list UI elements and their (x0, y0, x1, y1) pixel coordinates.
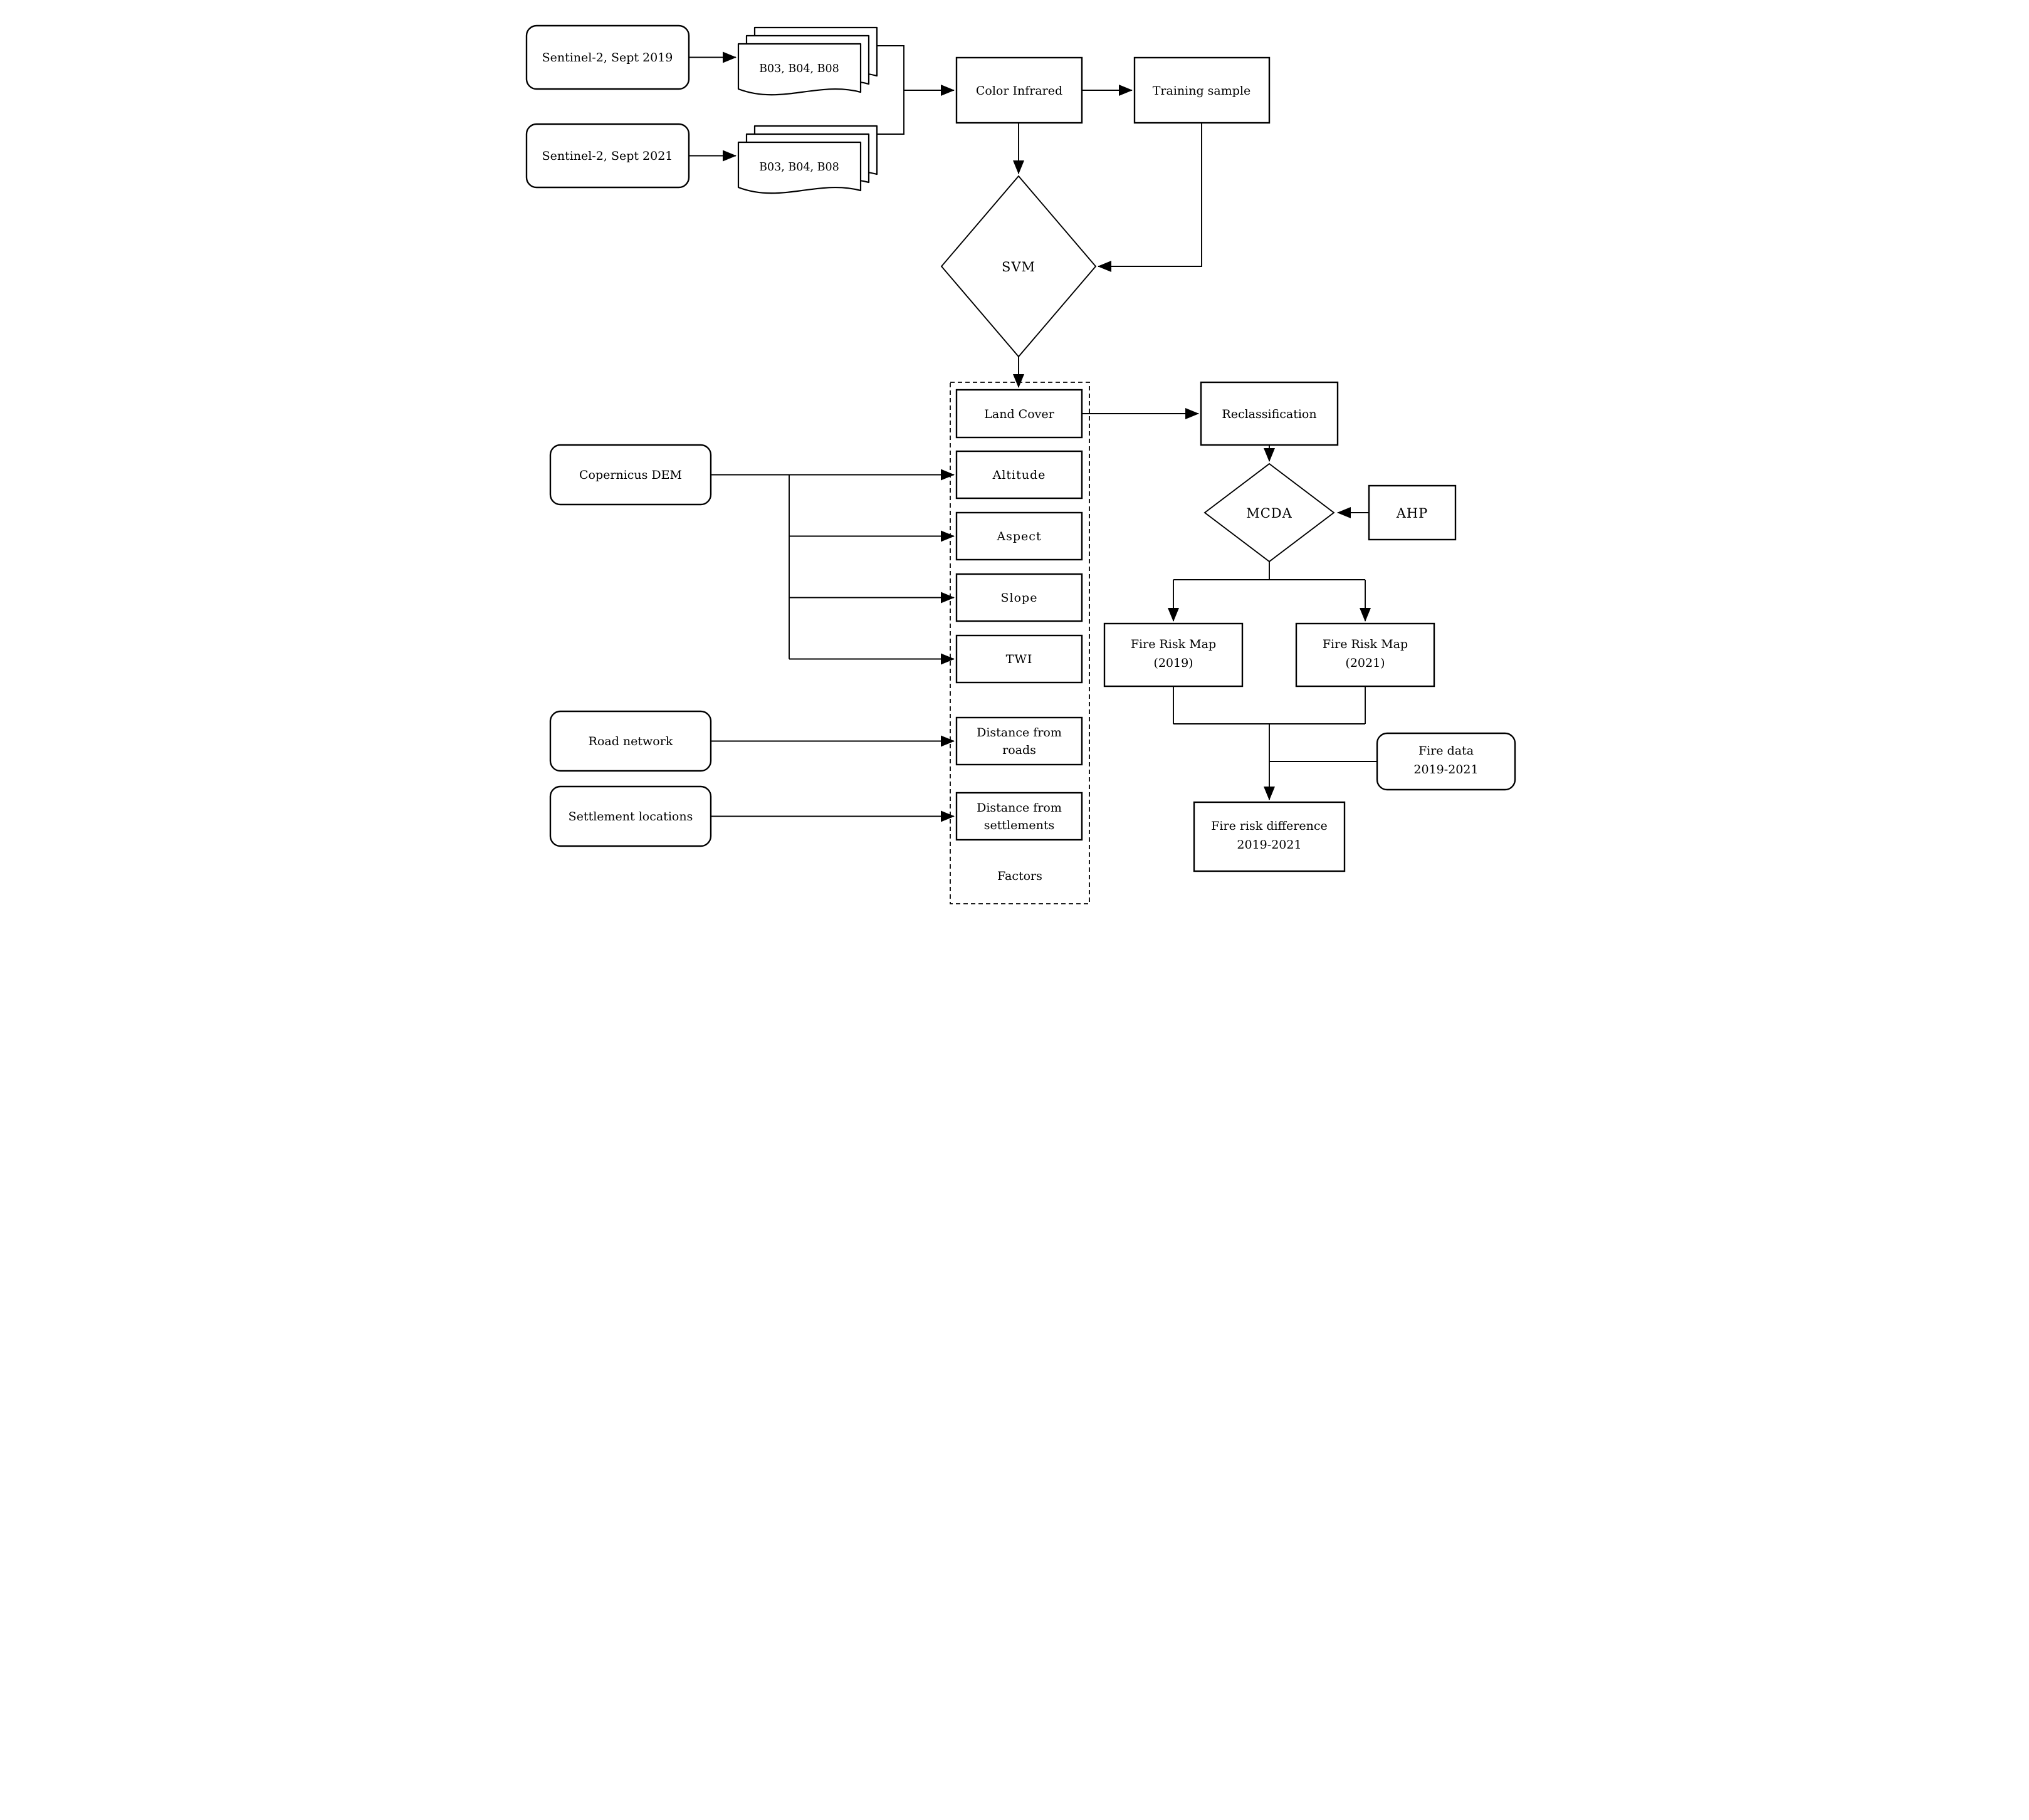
node-slope-shape (955, 573, 1083, 622)
node-reclassification: Reclassification (1200, 381, 1338, 446)
node-settlement-locations-shape (549, 785, 711, 847)
node-altitude: Altitude (955, 450, 1083, 499)
arrow-training-sample-to-svm (1097, 123, 1202, 272)
document-sheet-icon (737, 141, 861, 194)
node-distance-settlements-shape (955, 792, 1083, 841)
node-sentinel-2021-label: Sentinel-2, Sept 2021 (542, 149, 673, 163)
node-sentinel-2021: Sentinel-2, Sept 2021 (525, 123, 689, 189)
node-twi: TWI (955, 634, 1083, 684)
node-training-sample: Training sample (1133, 56, 1270, 124)
bands-2019-label: B03, B04, B08 (759, 63, 839, 75)
node-fire-risk-map-2019: Fire Risk Map (2019) (1103, 622, 1243, 688)
node-fire-data: Fire data 2019-2021 (1376, 732, 1516, 791)
node-reclassification-label: Reclassification (1222, 407, 1316, 421)
node-altitude-label: Altitude (992, 468, 1046, 482)
node-ahp-label: AHP (1395, 506, 1428, 521)
node-svm-shape (940, 175, 1096, 358)
node-fire-risk-map-2019-label-line2: (2019) (1153, 656, 1193, 670)
node-settlement-locations: Settlement locations (549, 785, 711, 847)
node-ahp: AHP (1368, 484, 1456, 541)
node-color-infrared-shape (955, 56, 1083, 124)
document-stack-bands-2021: B03, B04, B08 (737, 125, 878, 194)
node-land-cover: Land Cover (955, 389, 1083, 439)
node-altitude-shape (955, 450, 1083, 499)
node-fire-risk-difference: Fire risk difference 2019-2021 (1193, 801, 1345, 872)
node-sentinel-2019-shape (525, 24, 689, 90)
node-svm-label: SVM (1001, 259, 1035, 275)
node-training-sample-label: Training sample (1152, 84, 1250, 98)
node-svm: SVM (940, 175, 1096, 358)
node-aspect: Aspect (955, 511, 1083, 561)
node-distance-roads: Distance from roads (955, 716, 1083, 766)
node-color-infrared-label: Color Infrared (975, 84, 1062, 98)
node-distance-settlements: Distance from settlements (955, 792, 1083, 841)
node-twi-label: TWI (1005, 652, 1032, 666)
node-fire-risk-map-2019-label-line1: Fire Risk Map (1130, 637, 1215, 651)
node-aspect-label: Aspect (996, 530, 1041, 543)
node-copernicus-dem: Copernicus DEM (549, 444, 711, 506)
factors-container (949, 382, 1090, 904)
node-training-sample-shape (1133, 56, 1270, 124)
node-fire-risk-map-2021-shape (1295, 622, 1435, 688)
flowchart-canvas: Factors B03, B04, B08 B03, B04, B08 Sent… (525, 24, 1516, 904)
node-fire-risk-difference-label-line2: 2019-2021 (1237, 838, 1301, 852)
node-fire-data-shape (1376, 732, 1516, 791)
node-sentinel-2019-label: Sentinel-2, Sept 2019 (542, 51, 673, 65)
node-fire-data-label-line2: 2019-2021 (1413, 763, 1478, 777)
node-distance-settlements-label-line1: Distance from (977, 801, 1062, 815)
node-mcda: MCDA (1203, 463, 1335, 563)
node-distance-roads-label-line2: roads (1002, 743, 1036, 757)
node-fire-risk-difference-label-line1: Fire risk difference (1211, 819, 1328, 833)
bands-2021-label: B03, B04, B08 (759, 161, 839, 174)
node-copernicus-dem-label: Copernicus DEM (579, 468, 681, 482)
document-stack-bands-2019: B03, B04, B08 (737, 26, 878, 96)
node-twi-shape (955, 634, 1083, 684)
node-land-cover-shape (955, 389, 1083, 439)
connectors (688, 45, 1377, 822)
connector-bands-merge-bracket (876, 45, 904, 135)
node-copernicus-dem-shape (549, 444, 711, 506)
node-road-network-shape (549, 710, 711, 772)
node-fire-data-label-line1: Fire data (1418, 744, 1473, 758)
node-mcda-shape (1203, 463, 1335, 563)
node-distance-settlements-label-line2: settlements (983, 818, 1054, 832)
node-sentinel-2021-shape (525, 123, 689, 189)
node-fire-risk-map-2021-label-line1: Fire Risk Map (1322, 637, 1407, 651)
factors-label: Factors (997, 869, 1042, 883)
node-fire-risk-difference-shape (1193, 801, 1345, 872)
node-distance-roads-label-line1: Distance from (977, 726, 1062, 740)
node-distance-roads-shape (955, 716, 1083, 766)
node-road-network-label: Road network (588, 735, 673, 748)
node-land-cover-label: Land Cover (984, 407, 1054, 421)
node-mcda-label: MCDA (1246, 506, 1292, 521)
node-slope: Slope (955, 573, 1083, 622)
node-road-network: Road network (549, 710, 711, 772)
node-reclassification-shape (1200, 381, 1338, 446)
node-fire-risk-map-2021-label-line2: (2021) (1345, 656, 1385, 670)
node-ahp-shape (1368, 484, 1456, 541)
node-sentinel-2019: Sentinel-2, Sept 2019 (525, 24, 689, 90)
connector-dem-branch (710, 474, 790, 659)
node-aspect-shape (955, 511, 1083, 561)
node-fire-risk-map-2019-shape (1103, 622, 1243, 688)
node-color-infrared: Color Infrared (955, 56, 1083, 124)
node-slope-label: Slope (1000, 591, 1037, 605)
document-sheet-icon (737, 43, 861, 96)
node-settlement-locations-label: Settlement locations (568, 810, 693, 824)
flowchart-page: Factors B03, B04, B08 B03, B04, B08 Sent… (507, 0, 1522, 910)
node-fire-risk-map-2021: Fire Risk Map (2021) (1295, 622, 1435, 688)
